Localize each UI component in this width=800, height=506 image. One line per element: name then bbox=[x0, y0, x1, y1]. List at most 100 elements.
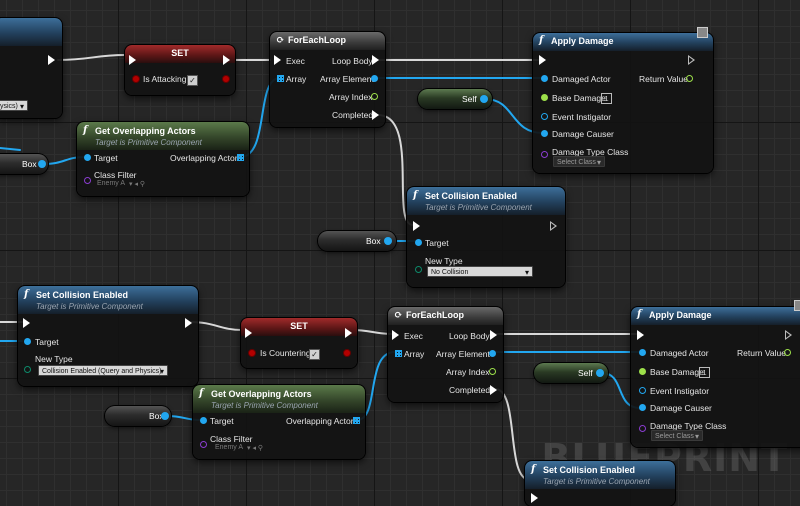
array-index-pin[interactable] bbox=[371, 93, 378, 100]
self-label: Self bbox=[462, 94, 477, 104]
target-pin[interactable] bbox=[84, 154, 91, 161]
box-variable-node-bottom[interactable]: Box bbox=[105, 406, 171, 426]
base-damage-pin[interactable] bbox=[541, 94, 548, 101]
bool-in-pin[interactable] bbox=[132, 75, 140, 83]
foreach-loop-node-bottom[interactable]: ⟳ForEachLoop Exec Loop Body Array Array … bbox=[388, 307, 503, 402]
bool-out-pin[interactable] bbox=[343, 349, 351, 357]
base-damage-value[interactable]: 1 bbox=[699, 367, 710, 378]
damage-causer-pin[interactable] bbox=[639, 404, 646, 411]
completed-pin[interactable] bbox=[490, 385, 497, 395]
self-variable-node-bottom[interactable]: Self bbox=[534, 363, 608, 383]
damage-causer-pin[interactable] bbox=[541, 130, 548, 137]
partial-node-top-left[interactable]: ysics) bbox=[0, 18, 62, 118]
base-damage-label: Base Damage bbox=[650, 367, 704, 377]
class-filter-controls[interactable]: ▾ ◂ ⚲ bbox=[247, 445, 264, 452]
array-index-label: Array Index bbox=[329, 92, 373, 102]
damaged-actor-label: Damaged Actor bbox=[650, 348, 709, 358]
event-instigator-pin[interactable] bbox=[541, 113, 548, 120]
is-countering-checkbox[interactable]: ✓ bbox=[309, 349, 320, 360]
array-index-pin[interactable] bbox=[489, 368, 496, 375]
new-type-pin[interactable] bbox=[415, 266, 422, 273]
damaged-actor-pin[interactable] bbox=[541, 75, 548, 82]
overlapping-actors-label: Overlapping Actors bbox=[286, 416, 358, 426]
exec-out-pin[interactable] bbox=[785, 330, 792, 340]
new-type-pin[interactable] bbox=[24, 366, 31, 373]
set-is-countering-node[interactable]: SET Is Countering ✓ bbox=[241, 318, 357, 368]
overlapping-actors-pin[interactable] bbox=[353, 417, 360, 424]
completed-pin[interactable] bbox=[372, 110, 379, 120]
exec-out-pin[interactable] bbox=[185, 318, 192, 328]
bool-out-pin[interactable] bbox=[222, 75, 230, 83]
target-pin[interactable] bbox=[415, 239, 422, 246]
base-damage-pin[interactable] bbox=[639, 368, 646, 375]
class-filter-controls[interactable]: ▾ ◂ ⚲ bbox=[129, 181, 146, 188]
event-instigator-label: Event Instigator bbox=[552, 112, 612, 122]
loop-body-pin[interactable] bbox=[490, 330, 497, 340]
self-out-pin[interactable] bbox=[596, 369, 604, 377]
target-pin[interactable] bbox=[24, 338, 31, 345]
self-variable-node[interactable]: Self bbox=[418, 89, 492, 109]
array-in-pin[interactable] bbox=[395, 350, 402, 357]
return-value-pin[interactable] bbox=[686, 75, 693, 82]
node-title: Apply Damage bbox=[551, 36, 614, 46]
exec-in-pin[interactable] bbox=[245, 328, 252, 338]
box-out-pin[interactable] bbox=[38, 160, 46, 168]
set-is-attacking-node[interactable]: SET Is Attacking ✓ bbox=[125, 45, 235, 95]
exec-in-pin[interactable] bbox=[539, 55, 546, 65]
exec-out-pin[interactable] bbox=[688, 55, 695, 65]
select-class-dropdown[interactable]: Select Class bbox=[651, 430, 703, 442]
node-subtitle: Target is Primitive Component bbox=[543, 477, 650, 486]
class-filter-pin[interactable] bbox=[200, 441, 207, 448]
damage-type-class-pin[interactable] bbox=[639, 425, 646, 432]
self-out-pin[interactable] bbox=[480, 95, 488, 103]
damage-type-class-pin[interactable] bbox=[541, 151, 548, 158]
exec-in-pin[interactable] bbox=[637, 330, 644, 340]
event-instigator-label: Event Instigator bbox=[650, 386, 710, 396]
exec-in-pin[interactable] bbox=[531, 493, 538, 503]
collision-type-dropdown[interactable]: No Collision bbox=[427, 266, 533, 278]
box-out-pin[interactable] bbox=[161, 412, 169, 420]
exec-out-pin[interactable] bbox=[48, 55, 55, 65]
exec-out-pin[interactable] bbox=[223, 55, 230, 65]
return-value-pin[interactable] bbox=[784, 349, 791, 356]
exec-in-pin[interactable] bbox=[413, 221, 420, 231]
loop-body-pin[interactable] bbox=[372, 55, 379, 65]
base-damage-value[interactable]: 1 bbox=[601, 93, 612, 104]
function-icon: f bbox=[24, 289, 29, 300]
box-out-pin[interactable] bbox=[384, 237, 392, 245]
damaged-actor-pin[interactable] bbox=[639, 349, 646, 356]
box-variable-node[interactable]: Box bbox=[0, 154, 48, 174]
exec-out-pin[interactable] bbox=[345, 328, 352, 338]
class-filter-value[interactable]: Enemy A bbox=[215, 444, 244, 451]
exec-in-pin[interactable] bbox=[129, 55, 136, 65]
overlapping-actors-pin[interactable] bbox=[237, 154, 244, 161]
exec-in-pin[interactable] bbox=[392, 330, 399, 340]
latent-clock-icon bbox=[697, 27, 708, 38]
class-filter-label: Class Filter bbox=[94, 170, 137, 180]
event-instigator-pin[interactable] bbox=[639, 387, 646, 394]
array-element-pin[interactable] bbox=[489, 350, 496, 357]
exec-in-pin[interactable] bbox=[23, 318, 30, 328]
foreach-loop-node[interactable]: ⟳ForEachLoop Exec Loop Body Array Array … bbox=[270, 32, 385, 127]
collision-type-dropdown[interactable]: Collision Enabled (Query and Physics) bbox=[38, 365, 168, 377]
is-attacking-checkbox[interactable]: ✓ bbox=[187, 75, 198, 86]
array-element-pin[interactable] bbox=[371, 75, 378, 82]
bool-in-pin[interactable] bbox=[248, 349, 256, 357]
box-variable-node-2[interactable]: Box bbox=[318, 231, 396, 251]
node-title: SET bbox=[171, 48, 189, 58]
exec-in-pin[interactable] bbox=[274, 55, 281, 65]
array-in-pin[interactable] bbox=[277, 75, 284, 82]
collision-type-dropdown[interactable]: ysics) bbox=[0, 100, 28, 112]
target-pin[interactable] bbox=[200, 417, 207, 424]
exec-out-pin[interactable] bbox=[550, 221, 557, 231]
select-class-dropdown[interactable]: Select Class bbox=[553, 156, 605, 168]
class-filter-pin[interactable] bbox=[84, 177, 91, 184]
class-filter-value[interactable]: Enemy A bbox=[97, 180, 126, 187]
